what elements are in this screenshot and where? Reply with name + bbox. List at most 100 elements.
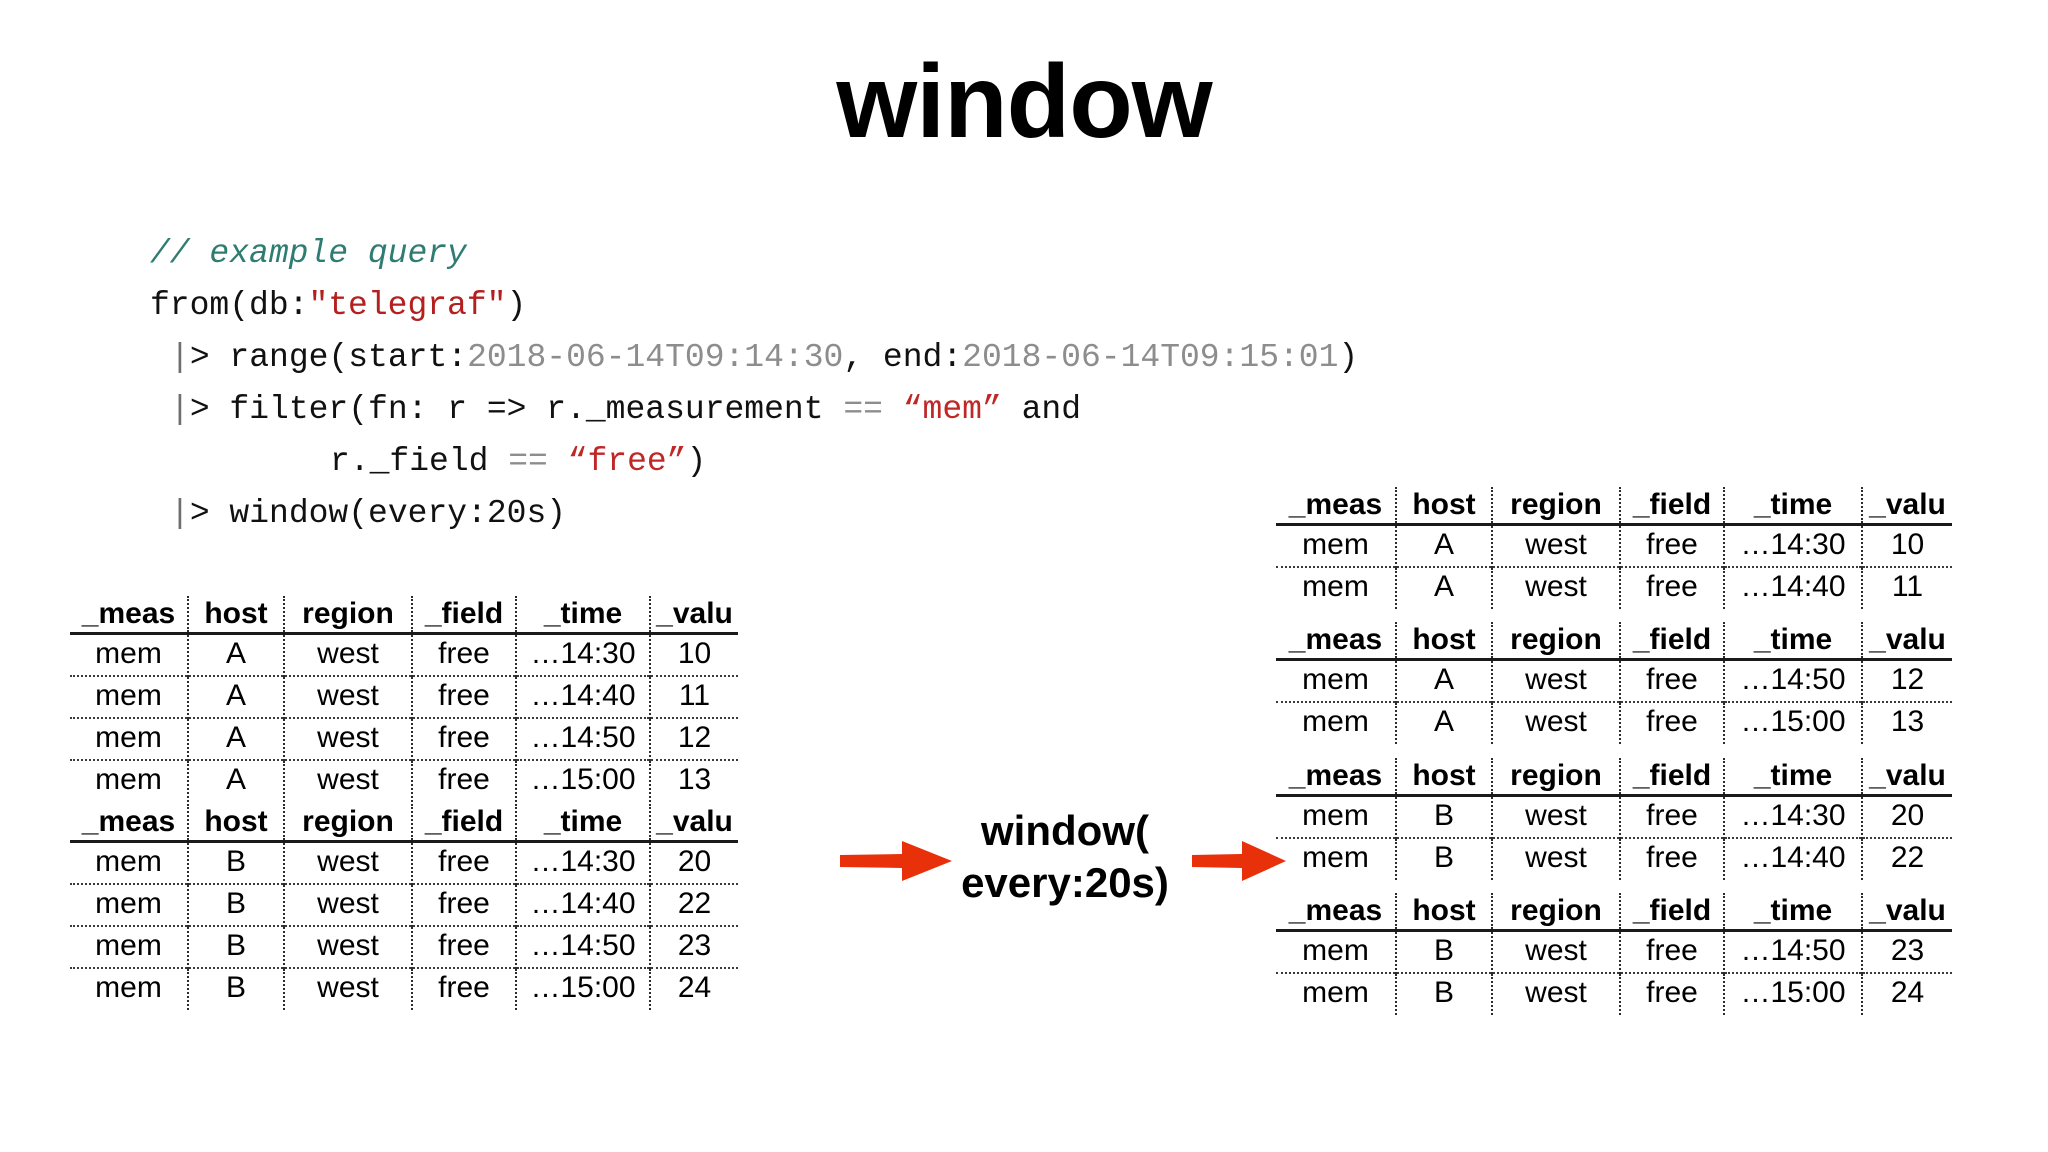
table-cell: …15:00 xyxy=(515,758,650,802)
table-cell: 24 xyxy=(649,966,738,1010)
code-token: “mem” xyxy=(902,391,1002,428)
column-header-field: _field xyxy=(1619,487,1724,526)
column-header-valu: _valu xyxy=(1861,758,1952,797)
code-token: "telegraf" xyxy=(308,287,507,324)
page-title: window xyxy=(836,44,1212,160)
column-header-host: host xyxy=(1395,893,1492,932)
column-header-host: host xyxy=(1395,487,1492,526)
example-query-code-block: // example query from(db:"telegraf") | > ra… xyxy=(150,228,1358,540)
code-token: > range(start: xyxy=(189,339,468,376)
code-token: from(db: xyxy=(150,287,309,324)
column-header-host: host xyxy=(1395,622,1492,661)
table-cell: west xyxy=(283,758,412,802)
code-token: “free” xyxy=(567,443,687,480)
table-cell: mem xyxy=(95,844,162,878)
input-arrow-icon xyxy=(840,838,952,884)
column-header-host: host xyxy=(187,596,284,635)
column-header-field: _field xyxy=(1619,622,1724,661)
column-header-time: _time xyxy=(1723,893,1862,932)
table-cell: free xyxy=(411,882,516,926)
table-cell: …14:30 xyxy=(515,841,650,884)
table-cell: 12 xyxy=(649,716,738,760)
column-header-field: _field xyxy=(1619,893,1724,932)
table-cell: west xyxy=(283,674,412,718)
table-cell: west xyxy=(283,716,412,760)
table-cell: west xyxy=(1491,659,1620,702)
table-cell: A xyxy=(1395,700,1492,744)
code-token: r._field xyxy=(330,443,509,480)
column-header-host: host xyxy=(187,804,284,843)
table-cell: west xyxy=(283,841,412,884)
table-cell: west xyxy=(283,966,412,1010)
code-token: 2018-06-14T09:14:30 xyxy=(467,339,844,376)
table-cell: free xyxy=(411,674,516,718)
table-cell: …14:40 xyxy=(515,674,650,718)
table-cell: free xyxy=(1619,700,1724,744)
code-token xyxy=(548,443,568,480)
code-token: | xyxy=(170,391,190,428)
column-header-region: region xyxy=(283,804,412,843)
code-line-1: // example query xyxy=(150,228,1358,280)
code-token: // example query xyxy=(150,235,467,272)
table-cell: mem xyxy=(1276,971,1396,1015)
column-header-time: _time xyxy=(1723,622,1862,661)
table-cell: 22 xyxy=(649,882,738,926)
table-cell: free xyxy=(1619,565,1724,609)
table-cell: …14:50 xyxy=(515,716,650,760)
table-cell: free xyxy=(411,924,516,968)
table-cell: B xyxy=(187,882,284,926)
table-cell: mem xyxy=(95,636,162,670)
table-cell: free xyxy=(1619,930,1724,973)
code-line-2: from(db:"telegraf") xyxy=(150,280,1358,332)
table-cell: 13 xyxy=(649,758,738,802)
column-header-region: region xyxy=(1491,487,1620,526)
code-token xyxy=(883,391,903,428)
table-cell: …15:00 xyxy=(515,966,650,1010)
column-header-region: region xyxy=(283,596,412,635)
code-token: == xyxy=(843,391,883,428)
table-cell: …14:30 xyxy=(1723,524,1862,567)
table-cell: 22 xyxy=(1861,836,1952,880)
table-cell: mem xyxy=(70,966,188,1010)
table-cell: mem xyxy=(70,882,188,926)
table-cell: mem xyxy=(1302,798,1369,832)
transform-label-line1: window( xyxy=(981,807,1149,854)
code-token: > window(every:20s) xyxy=(189,495,567,532)
code-token: and xyxy=(1001,391,1081,428)
column-header-time: _time xyxy=(515,804,650,843)
table-cell: …14:40 xyxy=(1723,836,1862,880)
table-cell: mem xyxy=(70,924,188,968)
table-cell: mem xyxy=(1276,565,1396,609)
table-cell: 10 xyxy=(649,633,738,676)
table-cell: 10 xyxy=(1861,524,1952,567)
column-header-region: region xyxy=(1491,893,1620,932)
table-cell: …15:00 xyxy=(1723,700,1862,744)
code-token: | xyxy=(170,495,190,532)
column-header-region: region xyxy=(1491,622,1620,661)
table-cell: 24 xyxy=(1861,971,1952,1015)
code-token: , end: xyxy=(843,339,963,376)
table-cell: A xyxy=(1395,659,1492,702)
column-header-region: region xyxy=(1491,758,1620,797)
column-header-meas: _meas xyxy=(70,596,188,635)
table-cell: 23 xyxy=(1861,930,1952,973)
table-cell: free xyxy=(411,966,516,1010)
table-cell: free xyxy=(1619,795,1724,838)
table-cell: west xyxy=(1491,524,1620,567)
table-cell: free xyxy=(1619,836,1724,880)
